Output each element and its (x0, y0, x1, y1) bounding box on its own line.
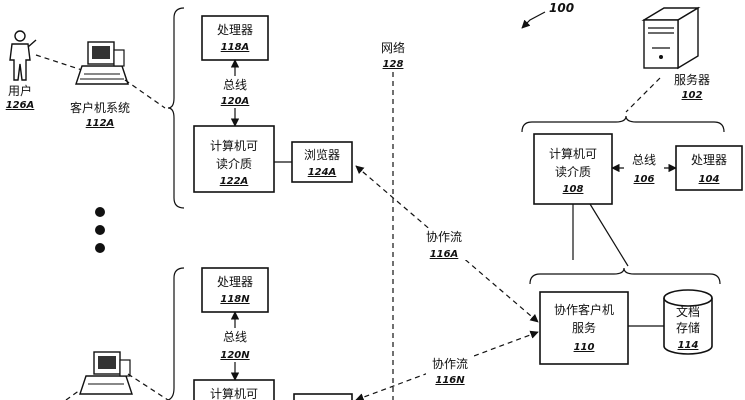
user-icon (9, 30, 37, 81)
client-a-bus-ref: 120A (221, 96, 250, 107)
server-to-brace-link (625, 77, 661, 113)
client-a-medium-line2: 读介质 (216, 157, 252, 171)
client-n-processor-box: 处理器 118N (201, 267, 269, 313)
server-medium-line1: 计算机可 (549, 146, 597, 161)
client-n-computer-icon (79, 351, 133, 395)
client-a-medium-ref: 122A (220, 176, 249, 187)
client-a-browser-box: 浏览器 124A (291, 141, 353, 183)
client-a-bus-label: 总线 (223, 78, 247, 92)
client-n-processor-ref: 118N (220, 294, 250, 305)
client-system-label: 客户机系统 (70, 100, 130, 115)
client-a-browser-label: 浏览器 (304, 147, 340, 162)
collab-flow-a-ref: 116A (430, 249, 459, 260)
doc-store-ref: 114 (678, 340, 699, 351)
client-n-brace (167, 267, 185, 400)
collab-flow-a-label: 协作流 (426, 229, 462, 244)
client-to-brace-link (124, 79, 166, 109)
client-n-bus-ref: 120N (220, 350, 250, 361)
server-processor-label: 处理器 (691, 153, 727, 167)
network-label: 网络 (381, 40, 405, 55)
server-top-brace (521, 115, 725, 133)
client-computer-icon (75, 41, 129, 85)
server-label: 服务器 (674, 72, 710, 87)
client-n-medium-box: 计算机可 (193, 379, 275, 400)
client-n-medium-line1: 计算机可 (210, 386, 258, 400)
client-a-processor-ref: 118A (221, 42, 250, 53)
server-ref: 102 (682, 90, 703, 101)
network-ref: 128 (383, 59, 404, 70)
collab-service-ref: 110 (574, 342, 595, 353)
more-clients-ellipsis (95, 207, 105, 253)
client-n-to-brace-link (127, 373, 169, 400)
collab-service-box: 协作客户机 服务 110 (539, 291, 629, 365)
server-processor-box: 处理器 104 (675, 145, 743, 191)
client-n-processor-label: 处理器 (217, 275, 253, 289)
figure-reference: 100 (521, 1, 574, 29)
figure-ref-label: 100 (549, 1, 574, 15)
collab-flow-n-ref: 116N (435, 375, 465, 386)
collab-service-line2: 服务 (572, 320, 596, 335)
client-a-medium-box: 计算机可 读介质 122A (193, 125, 275, 193)
client-a-brace (167, 7, 185, 209)
medium-to-brace-line-2 (589, 203, 629, 267)
client-system-ref: 112A (86, 118, 115, 129)
client-a-processor-label: 处理器 (217, 23, 253, 37)
document-store-icon: 文档 存储 114 (663, 289, 713, 355)
server-bus-label: 总线 (632, 153, 656, 167)
server-icon (641, 6, 701, 70)
server-bus-ref: 106 (634, 174, 655, 185)
client-a-processor-box: 处理器 118A (201, 15, 269, 61)
doc-store-line1: 文档 (676, 304, 700, 319)
client-a-browser-ref: 124A (308, 167, 337, 178)
server-medium-line2: 读介质 (555, 165, 591, 179)
doc-store-line2: 存储 (676, 320, 700, 335)
collab-flow-n-label: 协作流 (432, 356, 468, 371)
user-to-client-link (35, 54, 83, 71)
client-a-medium-line1: 计算机可 (210, 138, 258, 153)
service-brace (529, 267, 721, 285)
user-n-link (65, 389, 81, 400)
collab-service-line1: 协作客户机 (554, 302, 614, 317)
server-medium-box: 计算机可 读介质 108 (533, 133, 613, 205)
user-label: 用户 (8, 83, 32, 98)
client-n-browser-box (293, 393, 353, 400)
user-ref: 126A (6, 100, 35, 111)
client-n-bus-label: 总线 (223, 330, 247, 344)
server-medium-ref: 108 (563, 184, 584, 195)
server-processor-ref: 104 (699, 174, 720, 185)
